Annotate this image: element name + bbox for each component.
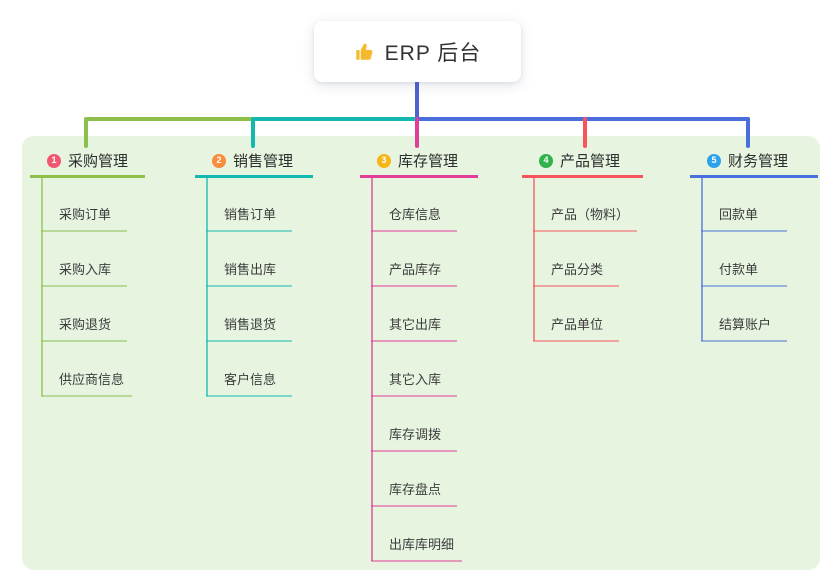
- branch-label: 财务管理: [728, 153, 789, 170]
- child-node[interactable]: 采购订单: [41, 204, 127, 232]
- branch-2: 2 销售管理销售订单销售出库销售退货客户信息: [195, 146, 365, 397]
- child-node[interactable]: 产品单位: [533, 314, 619, 342]
- branch-1: 1 采购管理采购订单采购入库采购退货供应商信息: [30, 146, 200, 397]
- branch-child-connector: [701, 178, 703, 341]
- branch-title-5[interactable]: 5 财务管理: [690, 146, 818, 178]
- thumbs-up-icon: [354, 41, 376, 63]
- child-node[interactable]: 产品分类: [533, 259, 619, 287]
- branch-3: 3 库存管理仓库信息产品库存其它出库其它入库库存调拨库存盘点出库库明细: [360, 146, 530, 562]
- branch-title-2[interactable]: 2 销售管理: [195, 146, 313, 178]
- branch-title-1[interactable]: 1 采购管理: [30, 146, 145, 178]
- branch-title-4[interactable]: 4 产品管理: [522, 146, 643, 178]
- branch-child-connector: [41, 178, 43, 396]
- child-node[interactable]: 采购入库: [41, 259, 127, 287]
- branch-label: 采购管理: [68, 153, 129, 170]
- child-node[interactable]: 出库库明细: [371, 534, 463, 562]
- branch-number-badge: 3: [377, 153, 391, 168]
- root-node[interactable]: ERP 后台: [314, 21, 521, 82]
- child-node[interactable]: 其它入库: [371, 369, 457, 397]
- branch-child-connector: [206, 178, 208, 396]
- drop-line-branch-3: [415, 117, 419, 148]
- child-node[interactable]: 结算账户: [701, 314, 787, 342]
- trunk-segment-1: [86, 117, 253, 121]
- drop-line-branch-5: [746, 117, 750, 148]
- branch-number-badge: 5: [707, 153, 721, 168]
- branches-panel: [22, 136, 820, 570]
- child-node[interactable]: 回款单: [701, 204, 787, 232]
- child-node[interactable]: 付款单: [701, 259, 787, 287]
- branch-title-3[interactable]: 3 库存管理: [360, 146, 478, 178]
- branch-number-badge: 2: [212, 153, 226, 168]
- child-node[interactable]: 销售订单: [206, 204, 292, 232]
- branch-child-connector: [533, 178, 535, 341]
- root-stem-line: [415, 80, 419, 121]
- child-node[interactable]: 产品（物料）: [533, 204, 638, 232]
- child-node[interactable]: 产品库存: [371, 259, 457, 287]
- drop-line-branch-2: [251, 117, 255, 148]
- branch-number-badge: 4: [539, 153, 553, 168]
- child-node[interactable]: 客户信息: [206, 369, 292, 397]
- branch-label: 销售管理: [233, 153, 294, 170]
- child-node[interactable]: 库存调拨: [371, 424, 457, 452]
- child-node[interactable]: 其它出库: [371, 314, 457, 342]
- branch-child-connector: [371, 178, 373, 561]
- child-node[interactable]: 采购退货: [41, 314, 127, 342]
- child-node[interactable]: 仓库信息: [371, 204, 457, 232]
- drop-line-branch-4: [583, 117, 587, 148]
- branch-5: 5 财务管理回款单付款单结算账户: [690, 146, 839, 342]
- branch-label: 产品管理: [560, 153, 621, 170]
- branch-4: 4 产品管理产品（物料） 产品分类产品单位: [522, 146, 692, 342]
- child-node[interactable]: 销售出库: [206, 259, 292, 287]
- root-node-label: ERP 后台: [384, 41, 482, 65]
- branch-number-badge: 1: [47, 153, 61, 168]
- child-node[interactable]: 销售退货: [206, 314, 292, 342]
- branch-label: 库存管理: [398, 153, 459, 170]
- child-node[interactable]: 供应商信息: [41, 369, 133, 397]
- trunk-segment-2: [253, 117, 417, 121]
- drop-line-branch-1: [84, 117, 88, 148]
- child-node[interactable]: 库存盘点: [371, 479, 457, 507]
